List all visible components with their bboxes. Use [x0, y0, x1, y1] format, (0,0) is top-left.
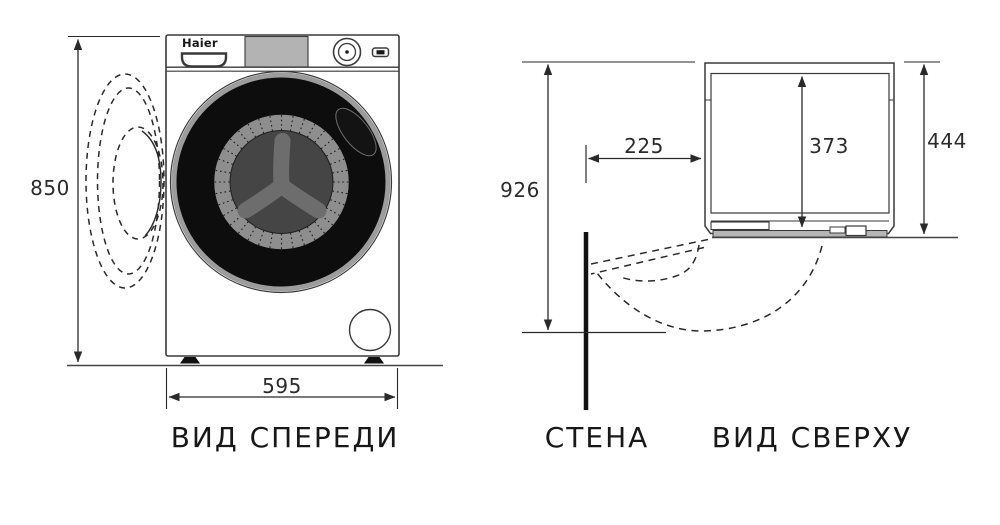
- door-open-edge-2: [590, 246, 705, 275]
- door-assembly: [169, 70, 393, 294]
- door-handle-top-view: [845, 225, 867, 237]
- program-knob-icon: [332, 37, 362, 67]
- dimension-door-depth-value: 373: [809, 134, 849, 158]
- dimension-depth-value: 444: [927, 129, 967, 153]
- front-view-dimensions: [68, 35, 399, 409]
- haier-logo: Haier: [182, 36, 218, 50]
- top-view-dimensions: [522, 61, 940, 334]
- door-glass-highlight: [335, 107, 377, 157]
- right-foot: [364, 357, 384, 364]
- front-detail-rect: [829, 226, 846, 234]
- front-view-drawing: [67, 34, 443, 367]
- drum-perforation-ring: [214, 114, 349, 250]
- detergent-drawer-icon: [180, 52, 228, 68]
- front-panel-step: [710, 221, 770, 231]
- drum-paddles: [237, 133, 327, 219]
- door-outer-edge: [169, 70, 393, 294]
- door-swing-arc-small: [619, 244, 700, 282]
- dimension-height-value: 850: [30, 176, 70, 200]
- front-view-title: ВИД СПЕРЕДИ: [170, 421, 400, 454]
- filter-door: [348, 308, 392, 352]
- dimension-clearance-value: 926: [500, 178, 540, 202]
- dimension-width-value: 595: [262, 374, 302, 398]
- left-foot: [180, 357, 200, 364]
- door-swing-arc-large: [596, 245, 823, 332]
- display-panel: [244, 35, 309, 68]
- top-view-title: ВИД СВЕРХУ: [711, 421, 913, 454]
- door-swing-dashed: [590, 238, 823, 332]
- open-door-glass-curve: [141, 130, 162, 237]
- wall-label: СТЕНА: [544, 421, 650, 454]
- open-door-dashed-outline: [85, 73, 165, 289]
- top-view-drawing: [583, 62, 958, 410]
- power-button-icon: [371, 47, 390, 58]
- dimension-wall-offset-value: 225: [624, 134, 664, 158]
